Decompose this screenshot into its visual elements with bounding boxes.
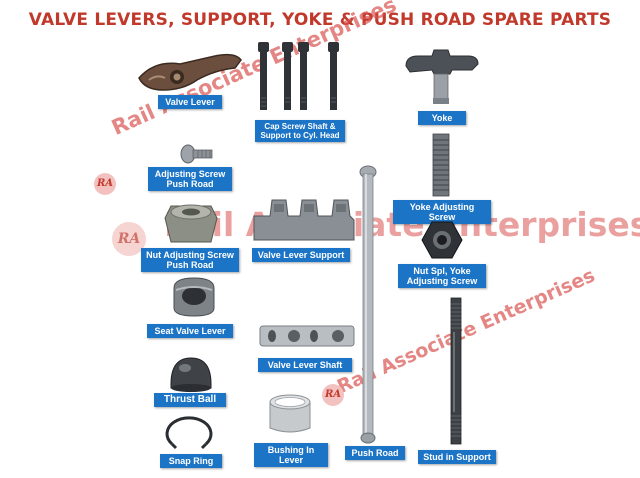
nut-adjusting-screw-image [164, 204, 218, 243]
thrust-ball-label: Thrust Ball [154, 393, 226, 407]
watermark-logo: RA [94, 173, 116, 195]
cap-screw-label: Cap Screw Shaft & Support to Cyl. Head [255, 120, 345, 142]
nut-spl-yoke-label: Nut Spl, Yoke Adjusting Screw [398, 264, 486, 288]
thrust-ball-image [170, 357, 212, 392]
valve-lever-label: Valve Lever [158, 95, 222, 109]
snap-ring-label: Snap Ring [160, 454, 222, 468]
yoke-label: Yoke [418, 111, 466, 125]
yoke-image [405, 49, 479, 104]
valve-lever-image [138, 53, 242, 91]
adjusting-screw-image [180, 144, 213, 164]
yoke-adjusting-screw-label: Yoke Adjusting Screw [393, 200, 491, 224]
adjusting-screw-label: Adjusting Screw Push Road [148, 167, 232, 191]
seat-valve-lever-image [173, 277, 215, 317]
nut-spl-yoke-image [421, 221, 463, 259]
seat-valve-lever-label: Seat Valve Lever [147, 324, 233, 338]
nut-adjusting-screw-label: Nut Adjusting Screw Push Road [141, 248, 239, 272]
snap-ring-image [165, 416, 213, 450]
push-road-image [359, 165, 377, 444]
page-title: VALVE LEVERS, SUPPORT, YOKE & PUSH ROAD … [28, 10, 612, 30]
bushing-in-lever-image [269, 394, 311, 433]
bushing-in-lever-label: Bushing In Lever [254, 443, 328, 467]
valve-lever-shaft-label: Valve Lever Shaft [258, 358, 352, 372]
yoke-adjusting-screw-image [432, 133, 450, 197]
stud-in-support-image [450, 297, 462, 445]
stud-in-support-label: Stud in Support [418, 450, 496, 464]
valve-lever-support-label: Valve Lever Support [252, 248, 350, 262]
push-road-label: Push Road [345, 446, 405, 460]
valve-lever-shaft-image [259, 325, 355, 347]
watermark-logo: RA [112, 222, 146, 256]
cap-screw-shaft-image [258, 42, 339, 110]
valve-lever-support-image [253, 199, 355, 241]
watermark-logo: RA [322, 384, 344, 406]
